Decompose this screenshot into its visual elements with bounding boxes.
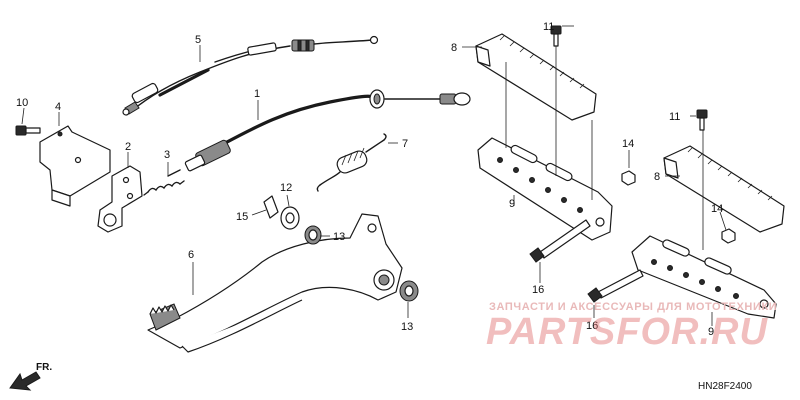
callout-10: 10	[16, 97, 28, 109]
part-11-bolt-upper	[550, 25, 562, 47]
part-12-washer	[280, 206, 300, 230]
part-14-nut-upper	[621, 170, 636, 186]
callout-6: 6	[188, 249, 194, 261]
part-3-spring	[143, 180, 185, 196]
callout-13-lower: 13	[401, 321, 413, 333]
part-13-bushing-upper	[304, 225, 322, 245]
callout-15: 15	[236, 211, 248, 223]
part-6-pedal	[147, 213, 403, 353]
callout-11-upper: 11	[543, 21, 554, 33]
part-14-nut-lower	[721, 228, 736, 244]
part-8-footpeg-lower	[663, 145, 785, 233]
callout-16-lower: 16	[586, 320, 598, 332]
part-9-holder-upper	[477, 137, 613, 241]
callout-13-upper: 13	[333, 231, 345, 243]
part-16-bolt-upper	[529, 219, 591, 263]
callout-11-lower: 11	[669, 111, 680, 123]
part-2-bracket	[97, 165, 143, 233]
callout-14-lower: 14	[711, 203, 723, 215]
callout-1: 1	[254, 88, 260, 100]
callout-8-upper: 8	[451, 42, 457, 54]
part-4-bracket	[39, 125, 111, 207]
part-13-bushing-lower	[399, 280, 419, 302]
callout-5: 5	[195, 34, 201, 46]
part-11-bolt-lower	[696, 109, 708, 131]
callout-7: 7	[402, 138, 408, 150]
callout-12: 12	[280, 182, 292, 194]
part-16-bolt-lower	[587, 269, 644, 303]
callout-3: 3	[164, 149, 170, 161]
callout-14-upper: 14	[622, 138, 634, 150]
front-direction-label: FR.	[36, 362, 53, 373]
part-7-spring	[316, 133, 387, 192]
drawing-code: HN28F2400	[698, 381, 752, 392]
callout-16-upper: 16	[532, 284, 544, 296]
part-1-cable	[167, 89, 471, 177]
callout-2: 2	[125, 141, 131, 153]
part-10-bolt	[15, 125, 41, 136]
part-9-holder-lower	[631, 235, 777, 319]
callout-4: 4	[55, 101, 61, 113]
callout-9-lower: 9	[708, 326, 714, 338]
callout-9-upper: 9	[509, 198, 515, 210]
callout-8-lower: 8	[654, 171, 660, 183]
part-8-footpeg-upper	[475, 33, 597, 121]
watermark-tagline: ЗАПЧАСТИ И АКСЕССУАРЫ ДЛЯ МОТОТЕХНИКИ	[489, 301, 778, 313]
front-direction-arrow-icon	[9, 371, 41, 391]
part-15-pin	[263, 195, 279, 219]
callout-numbers: 5 1 3 2 4 10 7 6 12 15 13 13 8 11 9 14 1…	[16, 21, 723, 338]
leader-lines	[21, 25, 727, 326]
part-5-cable	[122, 35, 379, 116]
watermark-brand: PARTSFOR.RU	[486, 311, 768, 353]
